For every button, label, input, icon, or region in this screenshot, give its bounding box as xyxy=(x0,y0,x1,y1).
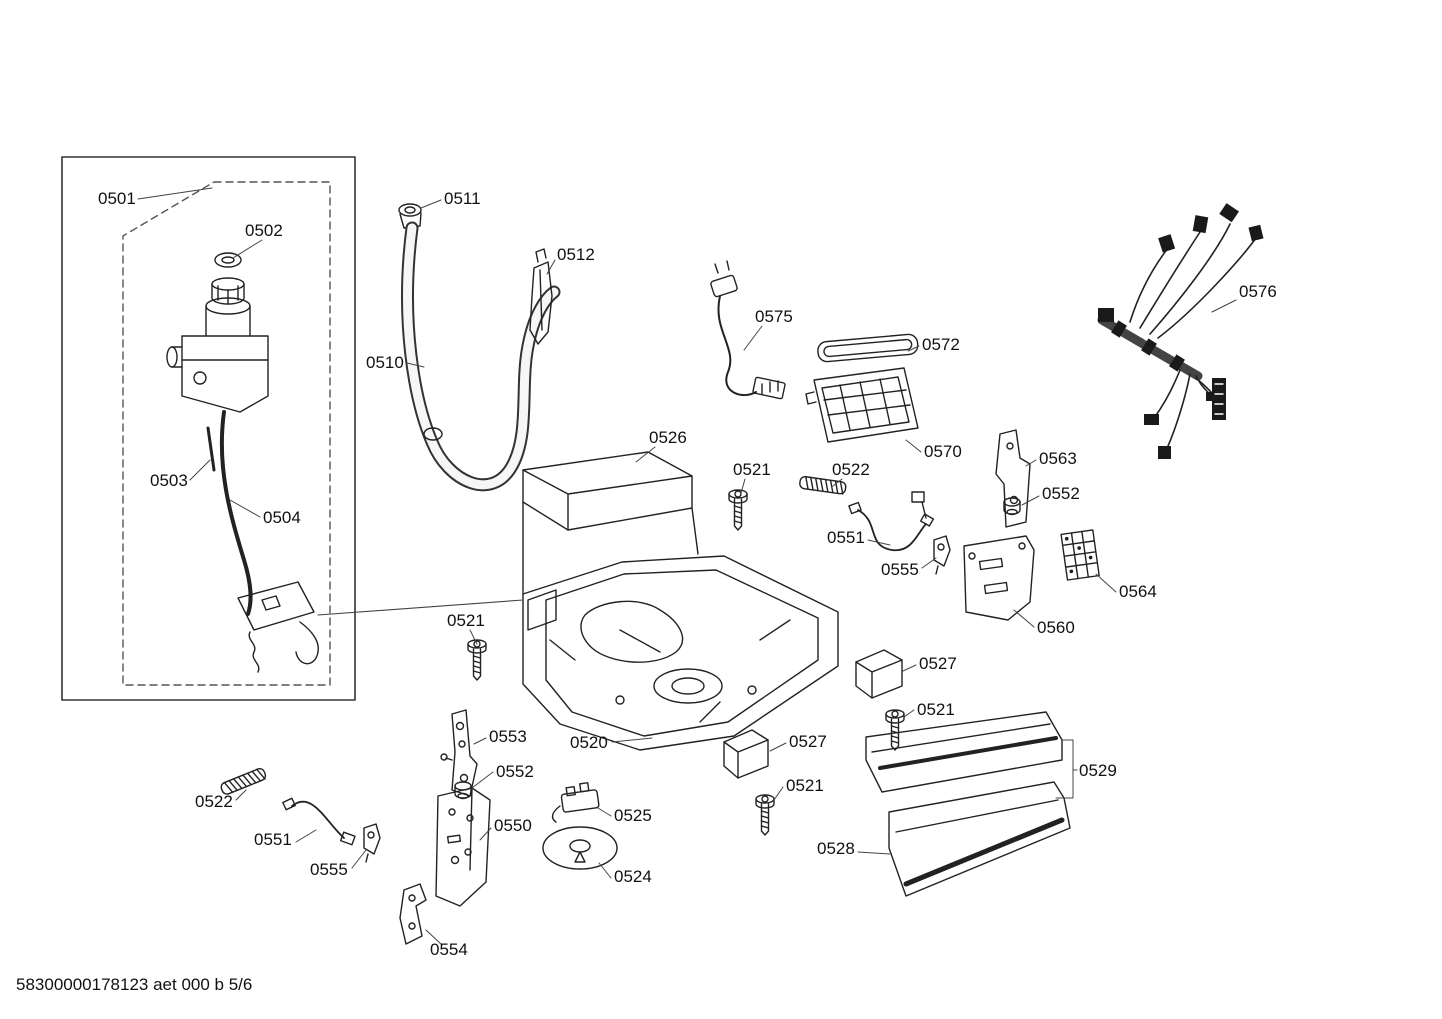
part-0525-drawing xyxy=(551,782,600,823)
part-label-0511: 0511 xyxy=(444,189,481,208)
top-tray-drawing xyxy=(522,451,699,595)
wiring-harness-drawing xyxy=(1097,203,1264,459)
document-code-footer: 58300000178123 aet 000 b 5/6 xyxy=(16,975,253,994)
cover-bar-drawing xyxy=(817,333,919,363)
part-label-0503: 0503 xyxy=(150,471,188,490)
part-label-0560: 0560 xyxy=(1037,618,1075,637)
part-label-0572: 0572 xyxy=(922,335,960,354)
mounting-plate-0550-drawing xyxy=(435,787,491,907)
bracket-0563-drawing xyxy=(995,429,1031,528)
part-label-0576: 0576 xyxy=(1239,282,1277,301)
part-label-0529: 0529 xyxy=(1079,761,1117,780)
part-label-0527-2: 0527 xyxy=(789,732,827,751)
part-label-0521-2: 0521 xyxy=(447,611,485,630)
leader-lines xyxy=(137,187,1237,946)
bracket-0553-drawing xyxy=(440,709,478,797)
control-module-drawing xyxy=(805,367,919,443)
part-label-0504: 0504 xyxy=(263,508,301,527)
part-label-0512: 0512 xyxy=(557,245,595,264)
part-label-0526: 0526 xyxy=(649,428,687,447)
plinth-panel-0528-drawing xyxy=(888,781,1071,897)
power-cord-drawing xyxy=(710,260,786,400)
part-label-0528: 0528 xyxy=(817,839,855,858)
part-label-0510: 0510 xyxy=(366,353,404,372)
bracket-0512-drawing xyxy=(529,248,553,345)
part-label-0520: 0520 xyxy=(570,733,608,752)
part-label-0570: 0570 xyxy=(924,442,962,461)
part-label-0555-1: 0555 xyxy=(881,560,919,579)
part-label-0564: 0564 xyxy=(1119,582,1157,601)
bracket-0554-drawing xyxy=(399,883,427,945)
part-label-0552-1: 0552 xyxy=(1042,484,1080,503)
part-label-0553: 0553 xyxy=(489,727,527,746)
part-label-0563: 0563 xyxy=(1039,449,1077,468)
part-label-0551-1: 0551 xyxy=(827,528,865,547)
part-label-0552-2: 0552 xyxy=(496,762,534,781)
damper-0527-drawings xyxy=(723,649,903,779)
plinth-panel-0529-drawing xyxy=(865,711,1063,793)
part-label-0501: 0501 xyxy=(98,189,136,208)
part-label-0551-2: 0551 xyxy=(254,830,292,849)
part-label-0575: 0575 xyxy=(755,307,793,326)
cable-0551-drawings xyxy=(282,491,935,846)
part-label-0554: 0554 xyxy=(430,940,468,959)
clip-0555-drawings xyxy=(363,535,951,863)
part-label-0521-1: 0521 xyxy=(733,460,771,479)
part-label-0522-1: 0522 xyxy=(832,460,870,479)
part-label-0525: 0525 xyxy=(614,806,652,825)
connector-block-0564-drawing xyxy=(1060,529,1100,581)
part-label-0521-3: 0521 xyxy=(917,700,955,719)
base-frame-drawing xyxy=(522,555,839,751)
part-label-0521-4: 0521 xyxy=(786,776,824,795)
aquastop-valve-drawing xyxy=(166,252,319,673)
part-label-0527-1: 0527 xyxy=(919,654,957,673)
part-label-0550: 0550 xyxy=(494,816,532,835)
part-label-0522-2: 0522 xyxy=(195,792,233,811)
part-label-0524: 0524 xyxy=(614,867,652,886)
assembly-pointer-line xyxy=(317,599,524,616)
part-label-0502: 0502 xyxy=(245,221,283,240)
disc-0524-drawing xyxy=(542,826,618,870)
part-label-0555-2: 0555 xyxy=(310,860,348,879)
bracket-0560-drawing xyxy=(963,535,1035,621)
drain-hose-drawing xyxy=(398,203,561,492)
inlet-assembly-box xyxy=(61,156,356,701)
